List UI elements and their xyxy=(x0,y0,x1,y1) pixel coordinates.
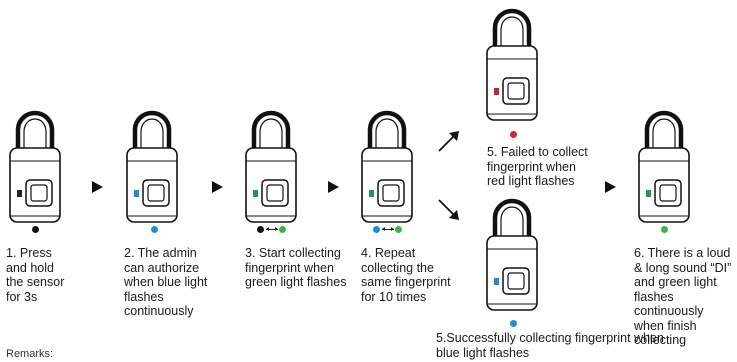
arrow-right-4-icon xyxy=(605,181,616,193)
indicator-dot-step-2 xyxy=(151,226,158,233)
led-step-3 xyxy=(253,190,258,197)
led-step-2 xyxy=(134,190,139,197)
indicator-dot-step-1 xyxy=(32,226,39,233)
caption-step-3: 3. Start collecting fingerprint when gre… xyxy=(245,246,347,289)
indicator-pair-step-3 xyxy=(257,226,287,234)
indicator-pair-step-4 xyxy=(373,226,403,234)
led-step-5-failed xyxy=(494,88,499,95)
caption-step-5-failed: 5. Failed to collect fingerprint when re… xyxy=(487,145,588,188)
arrow-right-1-icon xyxy=(92,181,103,193)
indicator-dot-step-6 xyxy=(661,226,668,233)
indicator-dot-step-5-success xyxy=(510,320,517,327)
padlock-step-2 xyxy=(121,108,183,226)
led-step-4 xyxy=(369,190,374,197)
arrow-right-3-icon xyxy=(328,181,339,193)
remarks-label: Remarks: xyxy=(6,348,54,360)
caption-step-5-success: 5.Successfully collecting fingerprint wh… xyxy=(436,331,664,360)
padlock-step-4 xyxy=(356,108,418,226)
padlock-step-3 xyxy=(240,108,302,226)
indicator-dot-b xyxy=(395,226,402,233)
padlock-step-5-success xyxy=(481,196,543,314)
padlock-step-5-failed xyxy=(481,6,543,124)
arrow-up-right-icon xyxy=(438,131,459,152)
arrow-right-2-icon xyxy=(212,181,223,193)
caption-step-1: 1. Press and hold the sensor for 3s xyxy=(6,246,65,304)
indicator-dot-b xyxy=(279,226,286,233)
indicator-dot-a xyxy=(257,226,264,233)
padlock-step-6 xyxy=(633,108,695,226)
padlock-step-1 xyxy=(4,108,66,226)
led-step-1 xyxy=(17,190,22,197)
arrow-down-right-icon xyxy=(438,199,459,220)
caption-step-6: 6. There is a loud & long sound “DI” and… xyxy=(634,246,732,347)
indicator-dot-a xyxy=(373,226,380,233)
caption-step-4: 4. Repeat collecting the same fingerprin… xyxy=(361,246,451,304)
indicator-dot-step-5-failed xyxy=(510,131,517,138)
led-step-6 xyxy=(646,190,651,197)
led-step-5-success xyxy=(494,278,499,285)
caption-step-2: 2. The admin can authorize when blue lig… xyxy=(124,246,208,318)
